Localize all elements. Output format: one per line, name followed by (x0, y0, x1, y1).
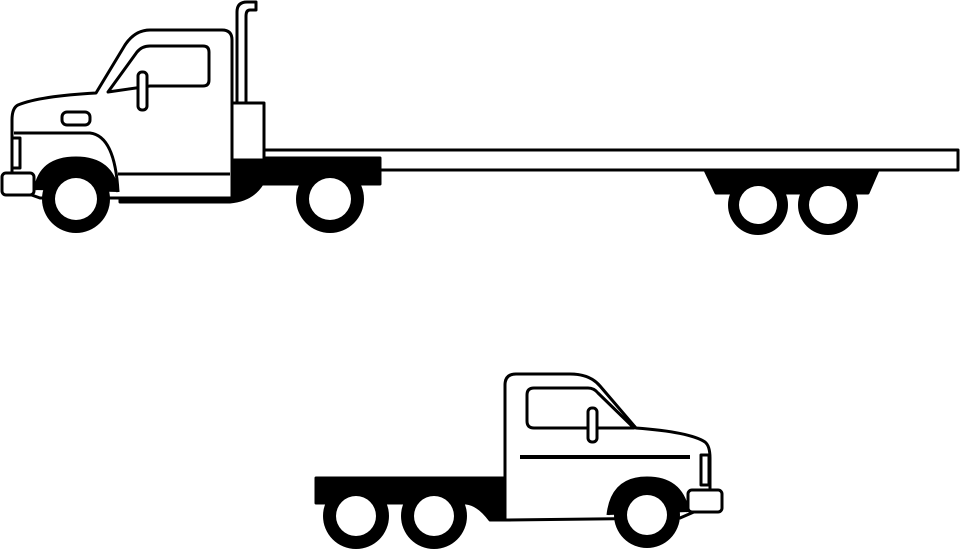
cab-window (525, 386, 636, 430)
cab-window (106, 44, 211, 94)
wheel (296, 165, 364, 233)
front-bumper (686, 488, 724, 514)
grille (10, 136, 22, 170)
wheel (798, 175, 858, 235)
front-bumper (0, 171, 36, 197)
mirror (586, 406, 599, 444)
hood-line (14, 131, 120, 193)
grille (699, 453, 711, 487)
exhaust-stack (235, 0, 258, 105)
wheel (323, 483, 389, 549)
wheel (614, 482, 680, 548)
wheel (728, 175, 788, 235)
flatbed-wheels (42, 165, 858, 235)
mirror (136, 70, 149, 112)
cab-back-frame (228, 101, 266, 162)
headlight (60, 110, 92, 127)
flatbed-truck (0, 0, 960, 204)
wheel (42, 165, 110, 233)
tractor-wheels (323, 482, 680, 549)
wheel (401, 483, 467, 549)
